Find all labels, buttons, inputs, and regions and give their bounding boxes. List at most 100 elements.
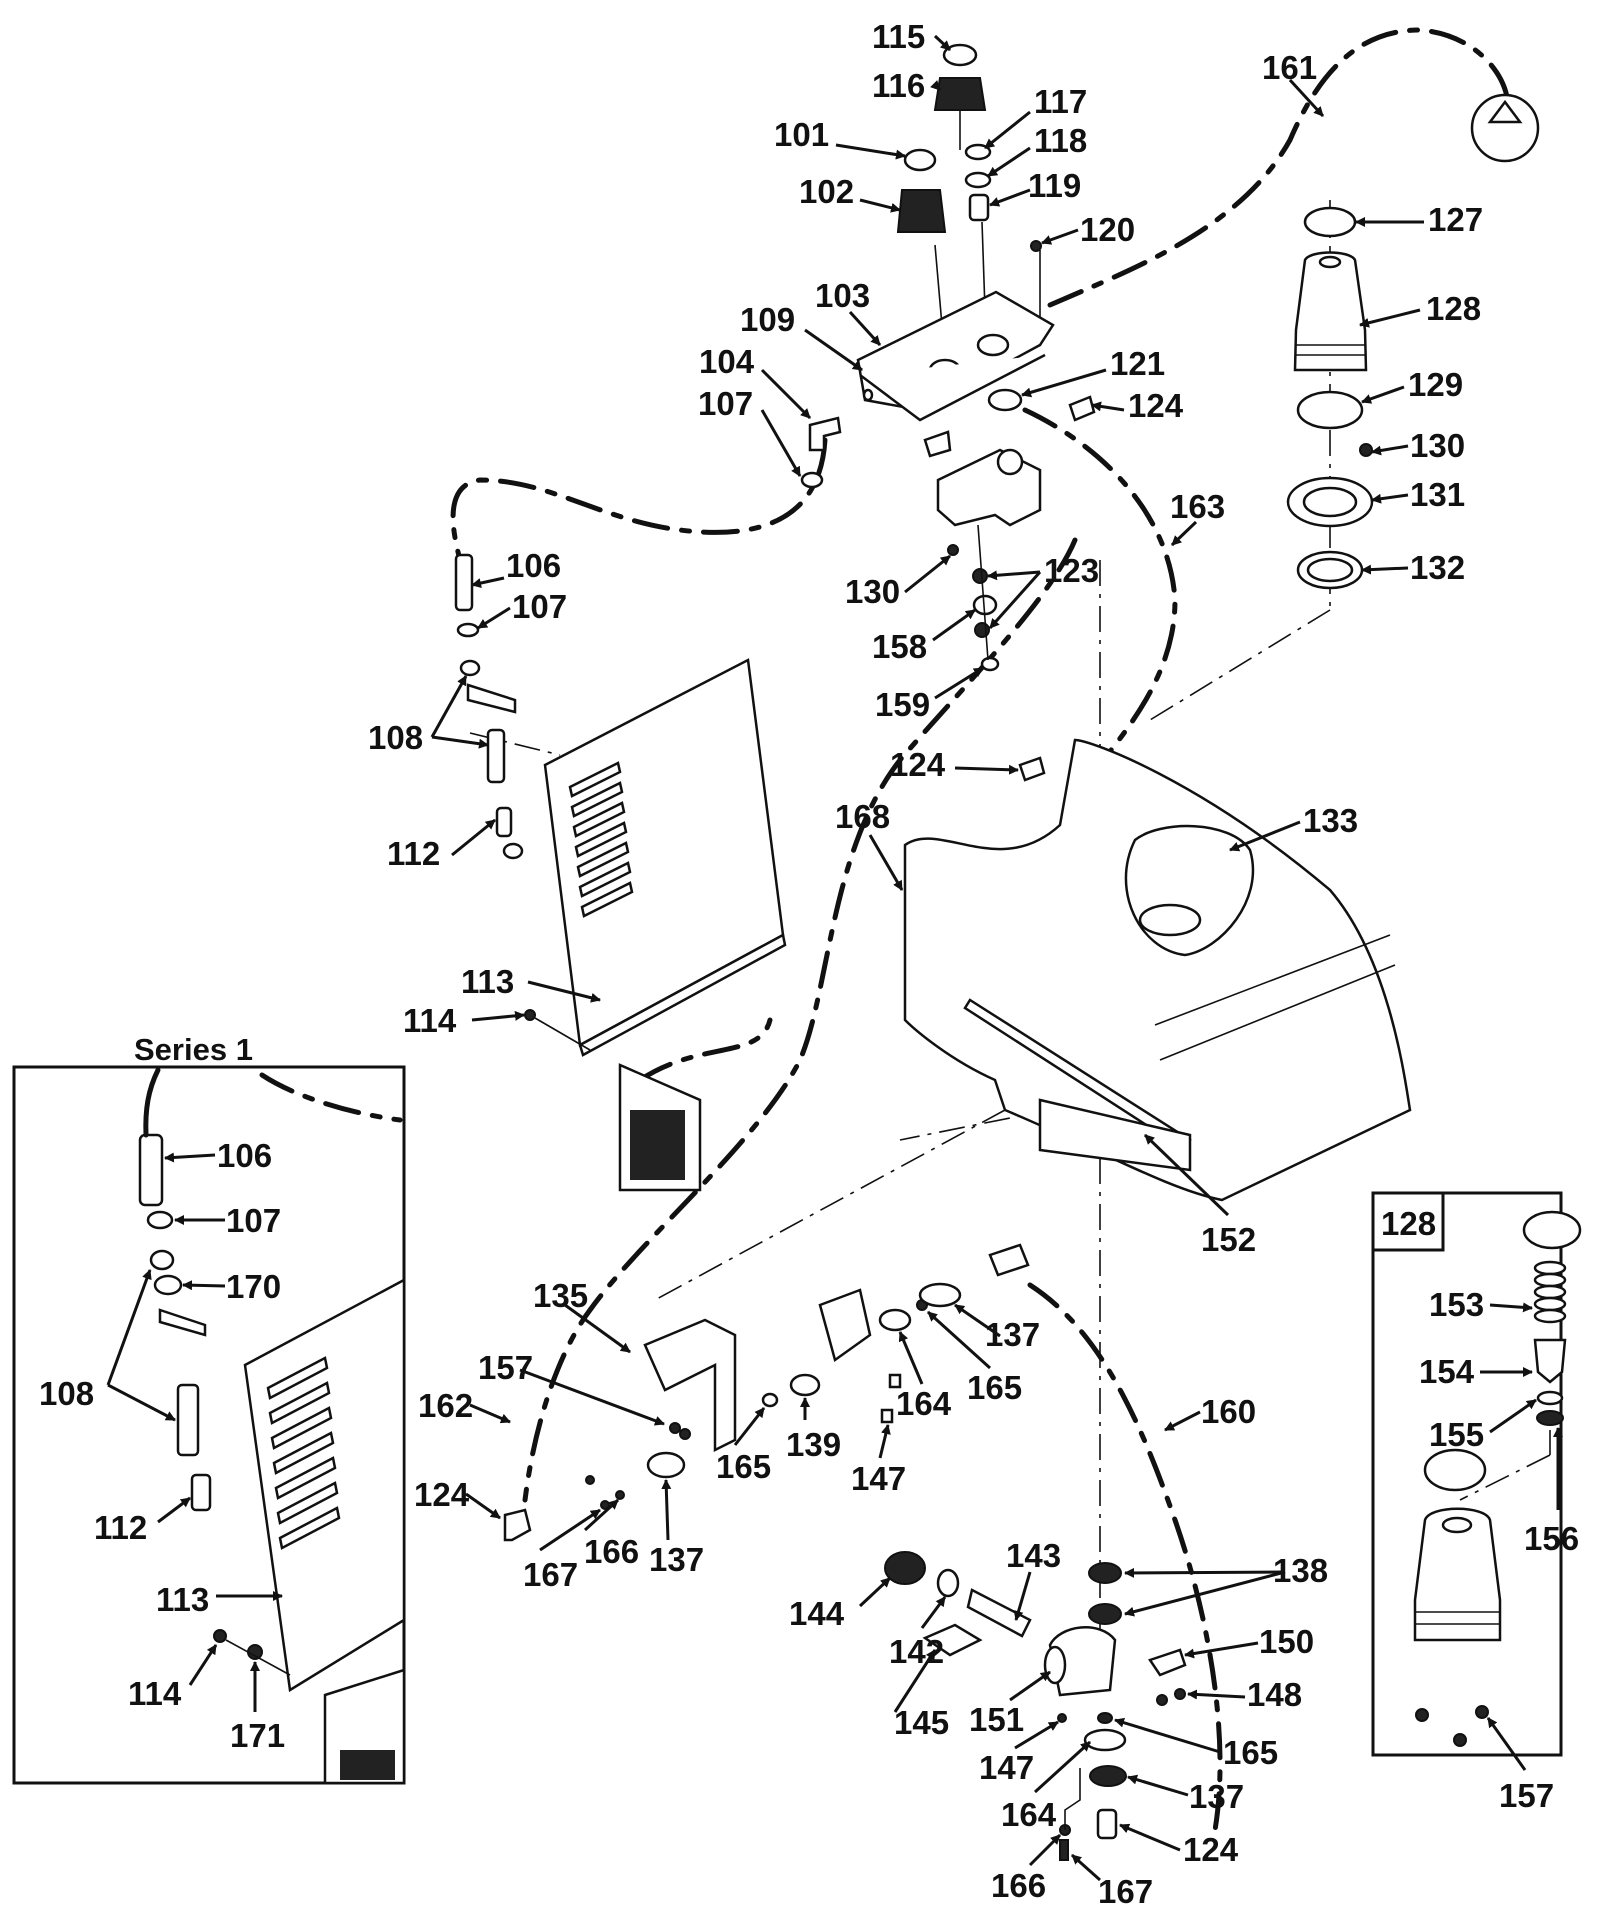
callout-163: 163 [1170,488,1225,525]
callout-164: 164 [896,1385,952,1422]
part-138-disc-b [1088,1603,1122,1625]
part-147-clip [880,1408,894,1424]
part-164-plate-b [1083,1728,1127,1752]
callout-137: 137 [649,1541,704,1578]
part-143-filter [966,1588,1032,1638]
fill-cap-assembly [1286,206,1374,590]
gauge-triangle [1487,99,1523,124]
callout-151: 151 [969,1701,1024,1738]
callout-106: 106 [217,1137,272,1174]
callout-labels: 115 116 117 118 119 120 101 102 103 109 … [39,18,1579,1908]
callout-107: 107 [226,1202,281,1239]
part-147-clip-b [1057,1713,1067,1723]
part-144-nut [884,1551,926,1585]
part-139-plate [789,1373,821,1397]
callout-113: 113 [461,963,514,1000]
callout-124: 124 [414,1476,470,1513]
callout-157: 157 [478,1349,533,1386]
part-170-washer-s1 [153,1274,183,1296]
part-155-oring [1536,1390,1564,1406]
callout-124: 124 [1128,387,1184,424]
callout-124: 124 [890,746,946,783]
callout-148: 148 [1247,1676,1302,1713]
hose-lower-panel [637,1017,773,1083]
part-167-screw-b [1059,1839,1069,1861]
part-117-washer [964,143,992,161]
part-127-disc [1303,206,1357,238]
part-124-elbow-c [503,1508,532,1542]
leader-arrows [106,34,1563,1882]
callout-109: 109 [740,301,795,338]
callout-152: 152 [1201,1221,1256,1258]
part-112-fitting [495,806,513,838]
callout-158: 158 [872,628,927,665]
callout-133: 133 [1303,802,1358,839]
callout-101: 101 [774,116,829,153]
gauge-symbol [1470,93,1540,163]
callout-106: 106 [506,547,561,584]
callout-147: 147 [851,1460,906,1497]
part-124-elbow-d [1096,1808,1118,1840]
callout-113: 113 [156,1581,209,1618]
part-109-gasket [859,353,1046,422]
callout-139: 139 [786,1426,841,1463]
hose-series1 [259,1072,403,1123]
part-114-screw-s1 [213,1629,227,1643]
callout-118: 118 [1034,122,1087,159]
callout-131: 131 [1410,476,1465,513]
part-123-washer [972,568,988,584]
part-128-cap [1293,251,1368,372]
part-138-disc-a [1088,1562,1122,1584]
part-121-grommet [987,388,1023,412]
callout-164: 164 [1001,1796,1057,1833]
part-cap-top [1522,1210,1582,1250]
callout-165: 165 [1223,1734,1278,1771]
callout-157: 157 [1499,1777,1554,1814]
hose-upper-left [450,437,828,563]
callout-154: 154 [1419,1353,1475,1390]
callout-120: 120 [1080,211,1135,248]
part-133-tank [903,738,1412,1202]
part-148-screw [1174,1688,1186,1700]
part-124-fitting-b [1018,756,1046,782]
callout-156: 156 [1524,1520,1579,1557]
part-137-gasket-b [918,1282,962,1308]
part-137-gasket-c [1089,1765,1127,1787]
callout-119: 119 [1028,167,1081,204]
part-118-washer [964,171,992,189]
callout-160: 160 [1201,1393,1256,1430]
callout-137: 137 [985,1316,1040,1353]
part-156-seat [1536,1410,1564,1426]
callout-144: 144 [789,1595,845,1632]
callout-123: 123 [1044,552,1099,589]
part-124-fitting [1068,395,1096,422]
part-solenoid-block [936,448,1042,527]
callout-117: 117 [1034,83,1087,120]
callout-166: 166 [584,1533,639,1570]
callout-159: 159 [875,686,930,723]
callout-166: 166 [991,1867,1046,1904]
part-151-pump [1048,1626,1117,1697]
callout-135: 135 [533,1277,588,1314]
part-101-clip [903,148,937,172]
part-137-gasket [646,1451,686,1479]
part-115-cap [942,43,978,67]
part-165-washer-c [1097,1712,1113,1724]
callout-167: 167 [523,1556,578,1593]
callout-155: 155 [1429,1416,1484,1453]
part-157-screw [669,1422,681,1434]
part-157-screw-detail [1415,1708,1429,1722]
part-102-knob [896,189,947,233]
callout-114: 114 [403,1002,457,1039]
callout-162: 162 [418,1387,473,1424]
part-154-valve [1533,1338,1567,1384]
callout-165: 165 [716,1448,771,1485]
callout-171: 171 [230,1717,285,1754]
callout-161: 161 [1262,49,1317,86]
part-112-fitting-s1 [190,1473,212,1512]
callout-129: 129 [1408,366,1463,403]
grille [630,1110,685,1180]
control-panel-assembly [800,43,1096,672]
